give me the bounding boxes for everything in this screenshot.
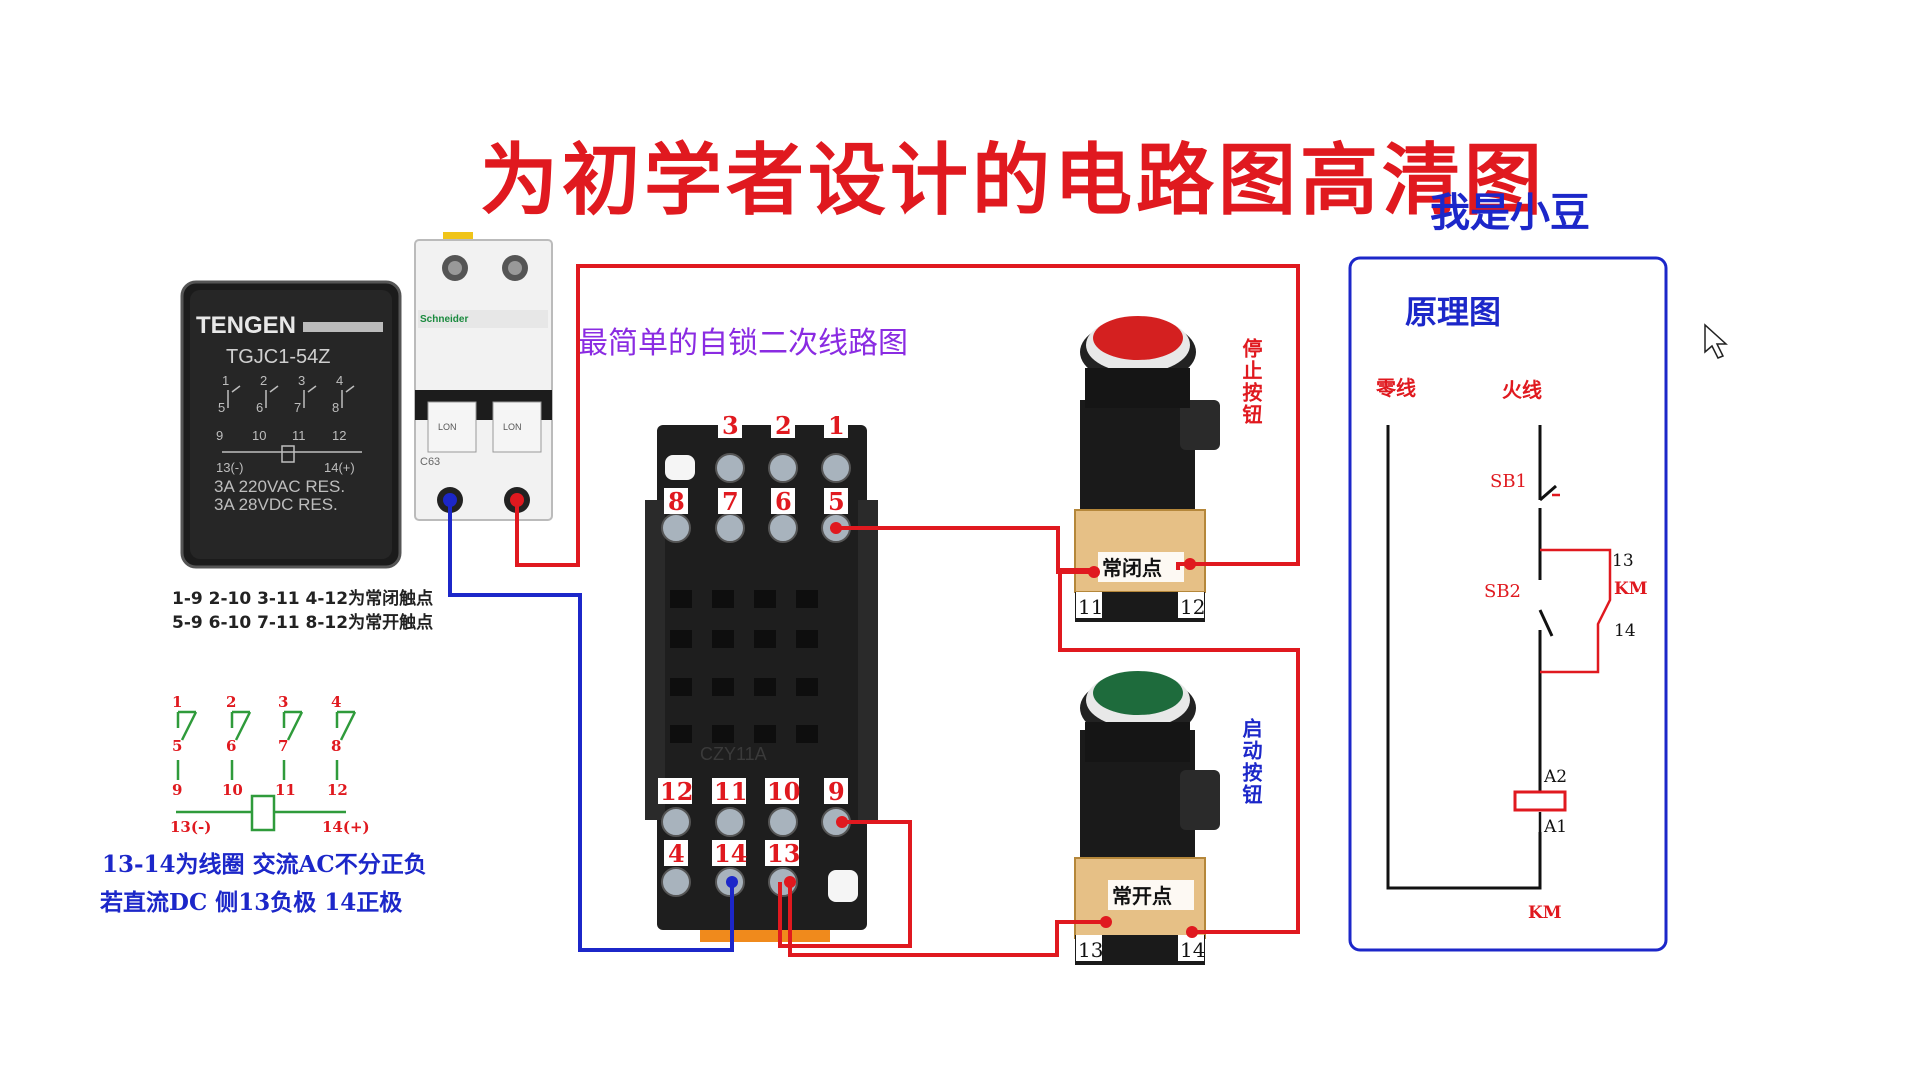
svg-text:3: 3: [722, 411, 739, 440]
svg-text:10: 10: [767, 777, 800, 806]
svg-text:A2: A2: [1543, 767, 1567, 787]
svg-text:12: 12: [1180, 595, 1205, 619]
svg-text:14: 14: [1614, 621, 1636, 641]
red-wire-live: [515, 264, 1300, 567]
svg-text:10: 10: [252, 428, 266, 443]
svg-text:3: 3: [298, 373, 305, 388]
svg-text:6: 6: [226, 737, 236, 755]
svg-text:13: 13: [1078, 938, 1103, 962]
svg-text:CZY11A: CZY11A: [700, 744, 767, 764]
svg-text:5: 5: [828, 487, 845, 516]
relay: TENGEN TGJC1-54Z 1 2 3 4 5 6 7 8 9 10 11…: [180, 280, 402, 569]
coil-note-line1: 13-14为线圈 交流AC不分正负: [102, 851, 427, 878]
svg-text:6: 6: [775, 487, 792, 516]
svg-text:火线: 火线: [1502, 378, 1542, 402]
svg-text:1: 1: [828, 411, 845, 440]
svg-text:6: 6: [256, 400, 263, 415]
svg-text:Schneider: Schneider: [420, 314, 468, 325]
diagram-subtitle: 最简单的自锁二次线路图: [578, 326, 908, 361]
wiring: [448, 264, 1300, 957]
svg-text:1: 1: [222, 373, 229, 388]
contact-note-no: 5-9 6-10 7-11 8-12为常开触点: [172, 613, 434, 633]
svg-text:4: 4: [331, 693, 341, 711]
svg-text:8: 8: [331, 737, 341, 755]
svg-text:SB1: SB1: [1490, 471, 1527, 492]
red-wire-start13-to-13: [788, 882, 1106, 957]
svg-text:12: 12: [327, 781, 348, 799]
svg-text:11: 11: [275, 781, 296, 799]
contact-note-nc: 1-9 2-10 3-11 4-12为常闭触点: [172, 589, 434, 609]
svg-text:5: 5: [172, 737, 182, 755]
svg-text:9: 9: [172, 781, 182, 799]
svg-text:4: 4: [668, 839, 685, 868]
svg-text:11: 11: [714, 777, 747, 806]
svg-text:9: 9: [216, 428, 223, 443]
svg-text:SB2: SB2: [1484, 581, 1521, 602]
blue-wire-neutral: [448, 500, 734, 952]
author-label: 我是小豆: [1430, 190, 1590, 236]
stop-button: 常闭点 11 12: [1074, 316, 1220, 622]
svg-text:C63: C63: [420, 456, 440, 468]
svg-text:3A 28VDC RES.: 3A 28VDC RES.: [214, 495, 338, 514]
principle-title: 原理图: [1405, 293, 1501, 331]
svg-text:9: 9: [828, 777, 845, 806]
relay-socket: CZY11A 3 2 1 8 7 6 5: [645, 411, 878, 942]
svg-text:14(+): 14(+): [324, 460, 355, 475]
page-title: 为初学者设计的电路图高清图: [480, 136, 1547, 226]
socket-terminal-labels: 3 2 1 8 7 6 5 12 11 10 9 4 14 13: [658, 411, 848, 868]
svg-text:14: 14: [1180, 938, 1205, 962]
svg-text:KM: KM: [1614, 579, 1648, 599]
relay-model: TGJC1-54Z: [226, 346, 330, 368]
principle-diagram: 原理图 零线 火线 SB1 SB2 13 KM 14 A2 A1 KM: [1348, 256, 1668, 952]
svg-text:4: 4: [336, 373, 343, 388]
start-button-label: 启动按钮: [1239, 718, 1263, 806]
coil-note-line2: 若直流DC 侧13负极 14正极: [100, 889, 403, 916]
svg-text:13(-): 13(-): [170, 818, 211, 836]
svg-text:13: 13: [1612, 551, 1634, 571]
svg-text:7: 7: [294, 400, 301, 415]
svg-text:12: 12: [332, 428, 346, 443]
red-wire-9-to-13: [778, 820, 912, 948]
svg-text:3A 220VAC RES.: 3A 220VAC RES.: [214, 477, 345, 496]
svg-text:常闭点: 常闭点: [1102, 556, 1162, 580]
svg-text:1: 1: [172, 693, 182, 711]
svg-text:13: 13: [767, 839, 800, 868]
svg-text:10: 10: [222, 781, 243, 799]
relay-pin-schematic: 1 2 3 4 5 6 7 8 9 10 11 12 13(-) 14(+): [170, 693, 370, 836]
circuit-breaker: Schneider LON LON C63: [414, 232, 553, 521]
relay-brand: TENGEN: [196, 312, 296, 339]
svg-text:LON: LON: [438, 422, 457, 432]
svg-text:7: 7: [722, 487, 739, 516]
svg-text:2: 2: [226, 693, 236, 711]
svg-text:2: 2: [775, 411, 792, 440]
svg-text:A1: A1: [1543, 817, 1567, 837]
start-button: 常开点 13 14: [1074, 671, 1220, 965]
stop-button-label: 停止按钮: [1239, 338, 1263, 426]
svg-text:13(-): 13(-): [216, 460, 243, 475]
svg-text:7: 7: [278, 737, 288, 755]
svg-text:3: 3: [278, 693, 288, 711]
svg-text:8: 8: [332, 400, 339, 415]
svg-text:11: 11: [292, 428, 306, 443]
svg-text:14: 14: [714, 839, 747, 868]
svg-text:常开点: 常开点: [1112, 884, 1172, 908]
svg-text:11: 11: [1078, 595, 1103, 619]
svg-text:LON: LON: [503, 422, 522, 432]
svg-text:12: 12: [660, 777, 693, 806]
svg-text:零线: 零线: [1375, 376, 1416, 400]
svg-text:KM: KM: [1528, 903, 1562, 923]
svg-text:2: 2: [260, 373, 267, 388]
mouse-cursor-icon: [1704, 323, 1728, 359]
svg-text:5: 5: [218, 400, 225, 415]
svg-text:8: 8: [668, 487, 685, 516]
svg-text:14(+): 14(+): [322, 818, 370, 836]
